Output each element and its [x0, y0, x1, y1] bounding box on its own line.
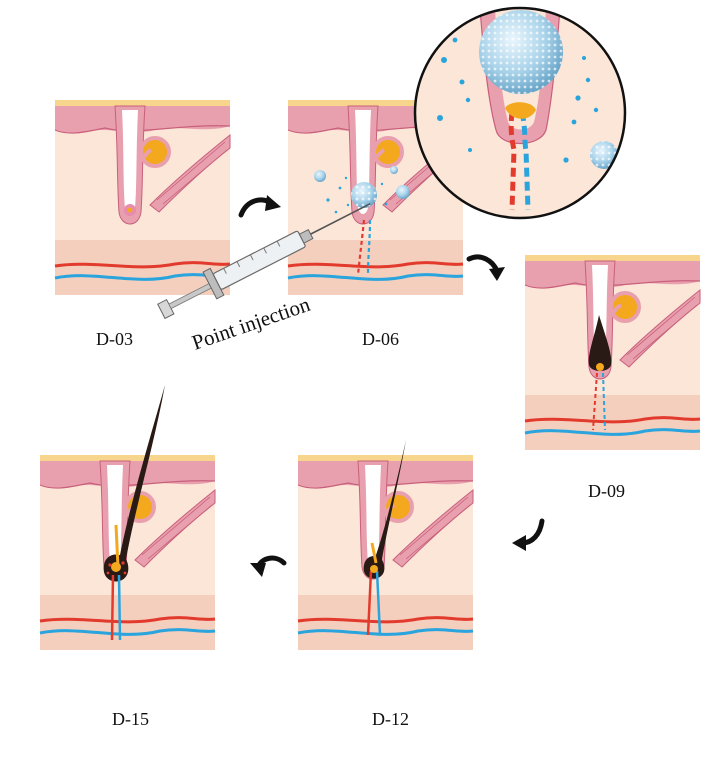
label-d03: D-03 — [96, 329, 133, 349]
arrow-d09-to-d12 — [512, 518, 545, 551]
panel-d06 — [286, 98, 465, 297]
arrow-d06-to-d09 — [466, 254, 505, 281]
panel-d03 — [53, 98, 232, 297]
label-d06: D-06 — [362, 329, 399, 349]
syringe — [157, 202, 371, 320]
label-d09: D-09 — [588, 481, 625, 501]
panel-d15 — [38, 385, 217, 652]
zoom-inset — [413, 6, 627, 220]
panel-d09 — [523, 253, 702, 452]
arrow-d12-to-d15 — [250, 555, 287, 577]
label-d12: D-12 — [372, 709, 409, 729]
label-point-injection: Point injection — [189, 292, 314, 355]
panel-d12 — [296, 440, 475, 652]
arrow-d03-to-d06 — [238, 195, 281, 218]
label-d15: D-15 — [112, 709, 149, 729]
